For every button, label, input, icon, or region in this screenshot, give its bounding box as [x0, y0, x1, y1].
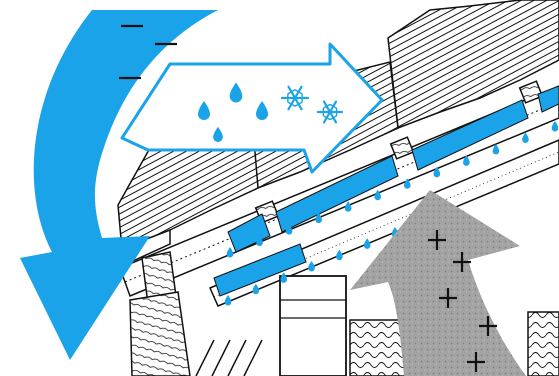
condensation-drop [522, 133, 529, 143]
ceiling-hatch [196, 340, 262, 376]
insulation-right [528, 312, 559, 376]
fascia [130, 292, 190, 376]
condensation-drop [552, 121, 559, 131]
wall-post [280, 276, 346, 376]
